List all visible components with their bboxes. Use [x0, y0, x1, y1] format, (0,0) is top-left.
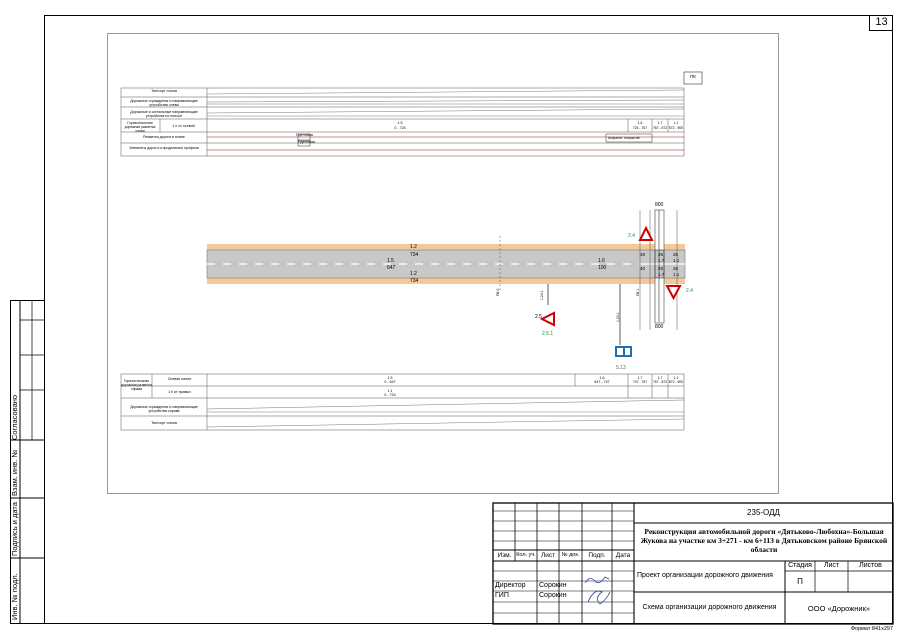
- bot-seg2-range: 647 - 747: [594, 380, 610, 384]
- staff-name-2: Сорокин: [539, 592, 567, 599]
- staff-role-1: Директор: [495, 582, 526, 589]
- stop-val-1: 25: [658, 252, 664, 257]
- sign-label-2-5: 2.5: [535, 314, 542, 320]
- stop-val-4: 26: [673, 266, 679, 271]
- stage-value: П: [797, 577, 803, 586]
- road-marking-left-val: 647: [387, 265, 396, 271]
- stop-val-7: 1.7: [658, 272, 665, 277]
- sign-label-2-4-top: 2.4: [628, 233, 635, 239]
- road-center-val-top: 734: [410, 252, 419, 258]
- top-left-label-2: Грунтовая: [298, 140, 315, 144]
- sign-label-2-5-1: 2.5.1: [542, 331, 554, 337]
- bot-seg1-range: 0 - 647: [384, 380, 396, 384]
- section-name: Проект организации дорожного движения: [637, 572, 773, 579]
- bot-seg3-range: 747 - 767: [632, 380, 648, 384]
- bot-seg4: 1.7: [657, 376, 663, 380]
- col-list: Лист: [540, 552, 556, 559]
- marking-code-2: 1.24.1: [616, 312, 620, 322]
- top-seg4: 1.1: [673, 121, 679, 125]
- sign-label-2-4-right: 2.4: [686, 288, 693, 294]
- document-code: 235-ОДД: [747, 508, 780, 517]
- project-title: Реконструкция автомобильной дороги «Дять…: [640, 527, 888, 554]
- cross-bottom-val: 800: [655, 324, 664, 330]
- signature-2: [587, 590, 611, 605]
- bot-seg6-range: 0 - 724: [384, 393, 396, 397]
- top-row-4: Горизонтальная дорожная разметка слева: [124, 121, 156, 133]
- top-sub-label: 1 п от осевой: [172, 124, 195, 128]
- pk-marker-1: ПК 0: [496, 288, 500, 296]
- top-left-label-1: Грунтовая: [296, 133, 313, 137]
- bot-seg4-range: 767 - 872: [652, 380, 668, 384]
- col-izm: Изм.: [497, 552, 512, 559]
- side-stamp: [10, 300, 45, 624]
- sheet-number: 13: [869, 15, 893, 31]
- road-marking-right: 1.6: [598, 258, 605, 264]
- bottom-table: [120, 373, 685, 431]
- sheets-header: Листов: [859, 562, 882, 569]
- road-marking-right-val: 100: [598, 265, 607, 271]
- title-block-grid: [492, 502, 894, 625]
- road-center-label-top: 1.2: [410, 244, 417, 250]
- cross-top-val: 800: [655, 202, 664, 208]
- top-seg1-range: 0 - 724: [394, 126, 406, 130]
- road-center-val-bot: 734: [410, 278, 419, 284]
- bot-sub-label-1: Осевая линия: [167, 377, 192, 381]
- bot-row-2: Дорожные ограждения и направляющие устро…: [130, 405, 198, 413]
- top-seg3-range: 767 - 872: [652, 126, 668, 130]
- bot-seg3: 1.7: [637, 376, 643, 380]
- sheet-name: Схема организации дорожного движения: [642, 604, 777, 611]
- top-seg1: 1.5: [397, 121, 403, 125]
- staff-role-2: ГИП: [495, 592, 509, 599]
- bot-seg1: 1.5: [387, 376, 393, 380]
- road-center-label-bot: 1.2: [410, 271, 417, 277]
- road-plan: [206, 209, 686, 357]
- top-row-1: Тип/сорт ч/зона: [151, 89, 177, 93]
- col-data: Дата: [615, 552, 631, 559]
- top-row-3: Дорожные и сигнальные направляющие устро…: [130, 110, 198, 118]
- staff-name-1: Сорокин: [539, 582, 567, 589]
- stop-val-2: 26: [673, 252, 679, 257]
- stop-val-3: 25: [658, 266, 664, 271]
- top-row-2: Дорожные ограждения и направляющие устро…: [130, 99, 198, 107]
- pk-marker-2: ПК 1: [636, 288, 640, 296]
- top-seg2: 1.6: [637, 121, 643, 125]
- signature-1: [584, 576, 610, 584]
- top-seg4-range: 872 - 900: [668, 126, 684, 130]
- stop-val-10: 40: [640, 266, 646, 271]
- top-row-6: Элементы дороги и продольные профили: [128, 146, 200, 150]
- col-doc: № док.: [561, 552, 580, 558]
- bot-row-3: Тип/сорт ч/зона: [151, 421, 177, 425]
- sign-label-5-13: 5.13: [616, 365, 626, 371]
- top-row-5: Разметка дороги в плане: [143, 135, 185, 139]
- col-kol-uch: Кол. уч.: [516, 552, 536, 558]
- stop-val-9: 48: [640, 252, 646, 257]
- bot-seg5: 1.1: [673, 376, 679, 380]
- top-right-label: Асфальт. покрытие: [608, 136, 640, 140]
- top-seg2-range: 724 - 767: [632, 126, 648, 130]
- col-podp: Подп.: [588, 552, 606, 559]
- top-table: [120, 87, 685, 157]
- road-marking-left: 1.5: [387, 258, 394, 264]
- bot-seg6: 1.1: [387, 389, 393, 393]
- format-label: Формат 841х297: [850, 626, 893, 632]
- bot-seg2: 1.6: [599, 376, 605, 380]
- bot-sub-label-2: 1 п от правых: [168, 390, 191, 394]
- bot-seg5-range: 872 - 900: [668, 380, 684, 384]
- pk-label: ПК: [690, 74, 696, 79]
- stop-val-8: 1.1: [673, 272, 680, 277]
- organization-name: ООО «Дорожник»: [807, 604, 871, 613]
- stage-header: Стадия: [788, 562, 812, 569]
- stop-val-5: 1.7: [658, 258, 665, 263]
- sheet-header: Лист: [823, 562, 840, 569]
- stop-val-6: 1.1: [673, 258, 680, 263]
- top-seg3: 1.7: [657, 121, 663, 125]
- marking-code-1: 1.24.1: [540, 290, 544, 300]
- bot-row-1: Горизонтальная дорожная разметка справа: [121, 379, 152, 391]
